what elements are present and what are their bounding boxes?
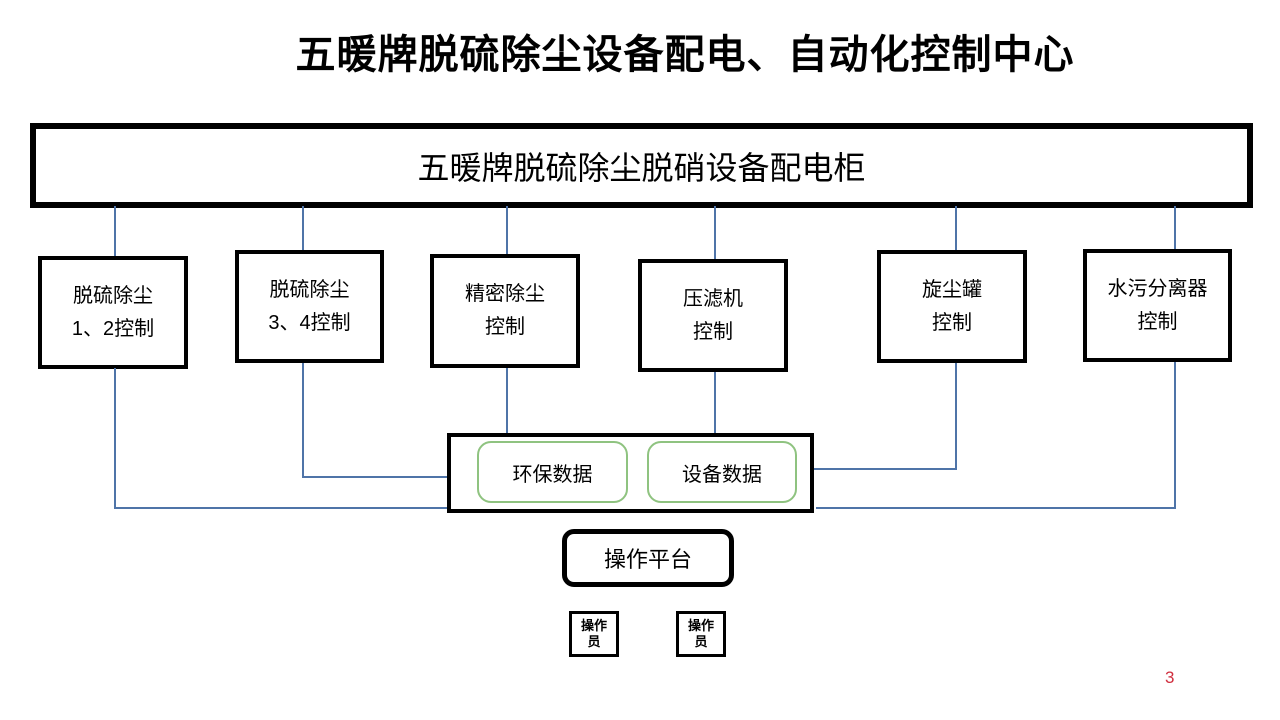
operator-label-line2: 员 (694, 634, 708, 649)
connector-line (302, 476, 490, 478)
control-box-label-line2: 控制 (932, 311, 972, 334)
operator-label-line1: 操作 (580, 618, 607, 633)
connector-line (506, 368, 508, 444)
connector-line (955, 363, 957, 470)
control-box-label-line1: 旋尘罐 (922, 278, 982, 301)
connector-line (114, 206, 116, 257)
env-data-label: 环保数据 (512, 463, 593, 486)
operator-box-2: 操作 员 (676, 611, 726, 657)
device-data-pill: 设备数据 (647, 441, 797, 503)
distribution-cabinet-box: 五暖牌脱硫除尘脱硝设备配电柜 (30, 123, 1253, 208)
control-box-label-line1: 脱硫除尘 (269, 278, 350, 301)
operation-platform-box: 操作平台 (562, 529, 734, 587)
connector-line (816, 507, 1176, 509)
control-box-label-line2: 3、4控制 (268, 311, 351, 334)
connector-line (302, 363, 304, 478)
control-box-label-line2: 控制 (485, 316, 525, 338)
connector-line (506, 206, 508, 255)
env-data-pill: 环保数据 (477, 441, 628, 503)
connector-line (302, 206, 304, 251)
control-box-label-line1: 精密除尘 (465, 283, 545, 305)
connector-line (1174, 206, 1176, 250)
connector-line (114, 507, 449, 509)
operator-label-line1: 操作 (687, 618, 714, 633)
control-box-label-line2: 控制 (693, 320, 733, 343)
slide-title: 五暖牌脱硫除尘设备配电、自动化控制中心 (295, 33, 1075, 77)
operation-platform-label: 操作平台 (603, 547, 692, 572)
control-box-label-line1: 脱硫除尘 (73, 284, 153, 307)
device-data-label: 设备数据 (682, 463, 762, 486)
page-number: 3 (1165, 668, 1175, 687)
control-box-precision-dedust: 精密除尘 控制 (430, 254, 580, 368)
connector-line (772, 468, 957, 470)
operator-box-1: 操作 员 (569, 611, 619, 657)
connector-line (114, 368, 116, 509)
connector-line (955, 206, 957, 251)
control-box-filter-press: 压滤机 控制 (638, 259, 788, 372)
connector-line (714, 206, 716, 260)
connector-line (714, 372, 716, 488)
control-box-label-line2: 1、2控制 (71, 317, 155, 340)
control-box-label-line1: 压滤机 (683, 287, 743, 310)
connector-line (1174, 362, 1176, 509)
control-box-label-line2: 控制 (1137, 310, 1178, 333)
control-box-water-separator: 水污分离器 控制 (1083, 249, 1232, 362)
control-box-desulfurization-3-4: 脱硫除尘 3、4控制 (235, 250, 384, 363)
operator-label-line2: 员 (587, 634, 601, 649)
control-box-cyclone-tank: 旋尘罐 控制 (877, 250, 1027, 363)
control-box-label-line1: 水污分离器 (1107, 277, 1208, 300)
control-box-desulfurization-1-2: 脱硫除尘 1、2控制 (38, 256, 188, 369)
distribution-cabinet-label: 五暖牌脱硫除尘脱硝设备配电柜 (417, 149, 866, 186)
